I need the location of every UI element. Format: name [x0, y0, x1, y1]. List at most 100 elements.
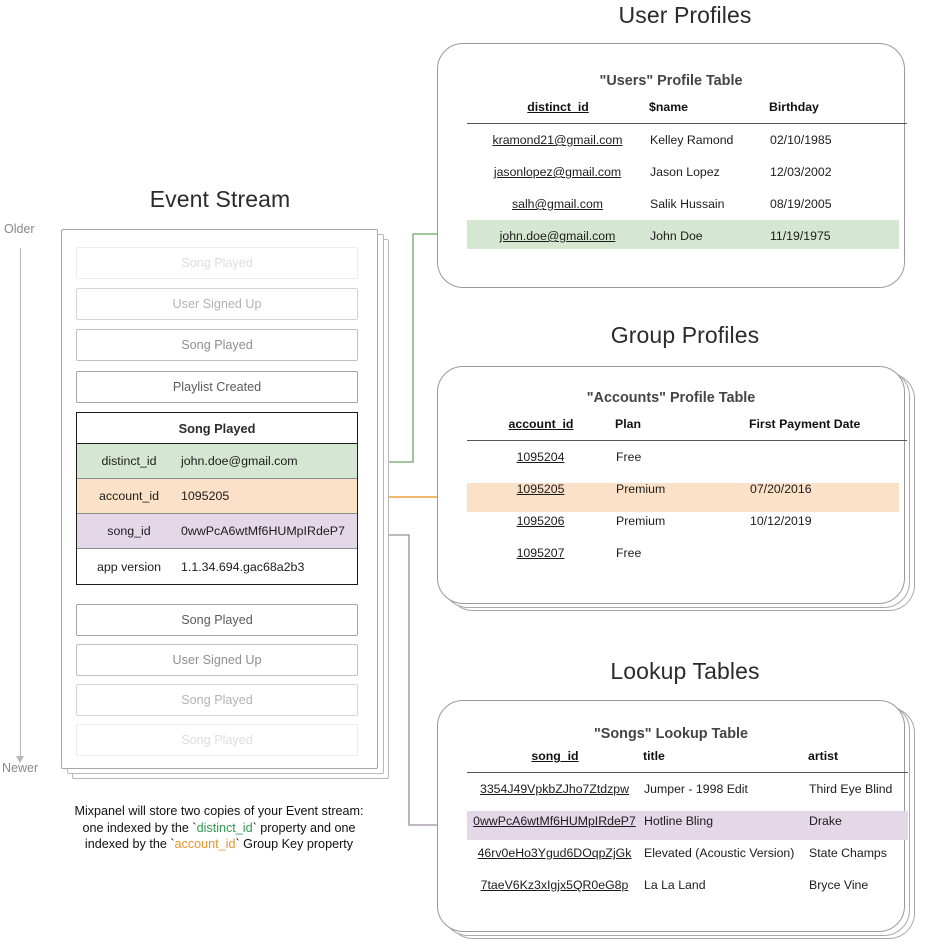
users-cell-birthday: 11/19/1975 — [770, 229, 831, 243]
users-cell-name: Salik Hussain — [650, 197, 725, 211]
songs-cell-artist: Third Eye Blind — [809, 782, 893, 796]
caption-line-3-post: ` Group Key property — [235, 837, 354, 851]
users-column-distinct-id: distinct_id — [527, 100, 589, 114]
accounts-column-first-payment-date: First Payment Date — [749, 417, 861, 431]
event-property-row-song-id: song_id 0wwPcA6wtMf6HUMpIRdeP7 — [77, 514, 357, 549]
users-cell-name: John Doe — [650, 229, 703, 243]
accounts-cell-first-payment-date: 10/12/2019 — [750, 514, 812, 528]
timeline-line — [20, 248, 21, 758]
table-row[interactable]: 46rv0eHo3Ygud6DOqpZjGk Elevated (Acousti… — [467, 837, 908, 869]
accounts-cell-first-payment-date: 07/20/2016 — [750, 482, 812, 496]
event-item-label: Song Played — [181, 338, 253, 352]
event-item[interactable]: Playlist Created — [76, 371, 358, 403]
songs-cell-song-id: 46rv0eHo3Ygud6DOqpZjGk — [477, 846, 632, 860]
user-profiles-title: User Profiles — [618, 2, 752, 28]
users-cell-name: Jason Lopez — [650, 165, 720, 179]
caption-line-3: indexed by the `account_id` Group Key pr… — [54, 836, 384, 853]
table-row[interactable]: salh@gmail.com Salik Hussain 08/19/2005 — [467, 188, 907, 220]
accounts-column-plan: Plan — [615, 417, 641, 431]
songs-table-title: "Songs" Lookup Table — [593, 726, 749, 742]
caption-line-3-pre: indexed by the ` — [84, 837, 175, 851]
songs-cell-title: Elevated (Acoustic Version) — [644, 846, 795, 860]
accounts-cell-account-id: 1095204 — [516, 450, 565, 464]
event-item[interactable]: Song Played — [76, 724, 358, 756]
event-item-label: Song Played — [181, 256, 253, 270]
event-item-label: User Signed Up — [172, 297, 262, 311]
accounts-cell-account-id: 1095205 — [516, 482, 565, 496]
accounts-cell-first-payment-date — [749, 441, 907, 474]
expanded-event-card[interactable]: Song Played distinct_id john.doe@gmail.c… — [76, 412, 358, 585]
users-cell-distinct-id: salh@gmail.com — [511, 197, 604, 211]
event-item[interactable]: User Signed Up — [76, 288, 358, 320]
event-property-row-app-version: app version 1.1.34.694.gac68a2b3 — [77, 549, 357, 584]
event-item[interactable]: Song Played — [76, 684, 358, 716]
table-row[interactable]: kramond21@gmail.com Kelley Ramond 02/10/… — [467, 124, 907, 157]
songs-row-highlight-band — [467, 811, 908, 840]
event-property-row-account-id: account_id 1095205 — [77, 479, 357, 514]
timeline-arrow-icon — [15, 756, 24, 763]
event-property-value: 0wwPcA6wtMf6HUMpIRdeP7 — [181, 524, 345, 538]
users-column-name: $name — [649, 100, 688, 114]
event-item-label: Playlist Created — [172, 380, 262, 394]
songs-cell-title: La La Land — [644, 878, 706, 892]
event-item[interactable]: Song Played — [76, 604, 358, 636]
event-item-label: Song Played — [181, 693, 253, 707]
songs-table: song_id title artist 3354J49VpkbZJho7Ztd… — [467, 749, 908, 901]
table-row[interactable]: 3354J49VpkbZJho7Ztdzpw Jumper - 1998 Edi… — [467, 773, 908, 806]
users-cell-name: Kelley Ramond — [650, 133, 734, 147]
group-profiles-title: Group Profiles — [610, 322, 760, 348]
caption-line-1: Mixpanel will store two copies of your E… — [74, 804, 364, 818]
table-row[interactable]: 1095206 Premium 10/12/2019 — [467, 505, 907, 537]
event-property-key: distinct_id — [101, 454, 157, 468]
table-row[interactable]: jasonlopez@gmail.com Jason Lopez 12/03/2… — [467, 156, 907, 188]
caption-line-2-pre: one indexed by the ` — [82, 820, 197, 835]
users-cell-birthday: 08/19/2005 — [770, 197, 832, 211]
accounts-cell-account-id: 1095207 — [516, 546, 565, 560]
accounts-table-header-row: account_id Plan First Payment Date — [467, 417, 907, 441]
table-row-highlighted[interactable]: 1095205 Premium 07/20/2016 — [467, 473, 907, 505]
songs-cell-artist: State Champs — [809, 846, 887, 860]
lookup-tables-title: Lookup Tables — [610, 658, 760, 684]
event-item-label: User Signed Up — [172, 653, 262, 667]
table-row[interactable]: 7taeV6Kz3xIgjx5QR0eG8p La La Land Bryce … — [467, 869, 908, 901]
event-item-label: Song Played — [181, 613, 253, 627]
table-row[interactable]: 1095204 Free — [467, 441, 907, 474]
table-row[interactable]: 1095207 Free — [467, 537, 907, 569]
songs-cell-artist: Bryce Vine — [809, 878, 869, 892]
songs-table-header-row: song_id title artist — [467, 749, 908, 773]
songs-cell-song-id: 3354J49VpkbZJho7Ztdzpw — [479, 782, 630, 796]
expanded-event-name: Song Played — [77, 413, 357, 444]
users-column-birthday: Birthday — [769, 100, 819, 114]
songs-column-song-id: song_id — [531, 749, 579, 763]
songs-cell-title: Jumper - 1998 Edit — [644, 782, 748, 796]
songs-cell-artist: Drake — [809, 814, 842, 828]
users-cell-birthday: 12/03/2002 — [770, 165, 832, 179]
accounts-table-title: "Accounts" Profile Table — [586, 390, 756, 406]
caption-distinct-id-code: distinct_id — [196, 820, 253, 835]
event-property-key: app version — [96, 559, 162, 574]
accounts-cell-plan: Premium — [616, 514, 666, 528]
users-table-header-row: distinct_id $name Birthday — [467, 100, 907, 124]
table-row-highlighted[interactable]: 0wwPcA6wtMf6HUMpIRdeP7 Hotline Bling Dra… — [467, 805, 908, 837]
users-cell-distinct-id: jasonlopez@gmail.com — [493, 165, 622, 179]
accounts-table: account_id Plan First Payment Date 10952… — [467, 417, 907, 569]
songs-column-artist: artist — [808, 749, 839, 763]
caption-line-2-post: ` property and one — [252, 820, 356, 835]
timeline-newer-label: Newer — [2, 761, 39, 775]
songs-cell-song-id: 7taeV6Kz3xIgjx5QR0eG8p — [480, 878, 629, 892]
table-row-highlighted[interactable]: john.doe@gmail.com John Doe 11/19/1975 — [467, 220, 907, 252]
event-item[interactable]: Song Played — [76, 329, 358, 361]
songs-cell-song-id: 0wwPcA6wtMf6HUMpIRdeP7 — [473, 814, 636, 828]
event-stream-card: Song Played User Signed Up Song Played P… — [61, 229, 378, 769]
event-item[interactable]: Song Played — [76, 247, 358, 279]
songs-cell-title: Hotline Bling — [644, 814, 714, 828]
users-cell-birthday: 02/10/1985 — [770, 133, 832, 147]
event-stream-title: Event Stream — [149, 186, 291, 212]
event-property-value: 1.1.34.694.gac68a2b3 — [181, 559, 305, 574]
accounts-row-highlight-band — [467, 483, 899, 512]
accounts-cell-plan: Premium — [616, 482, 666, 496]
event-item[interactable]: User Signed Up — [76, 644, 358, 676]
accounts-cell-plan: Free — [616, 450, 642, 464]
users-table: distinct_id $name Birthday kramond21@gma… — [467, 100, 907, 252]
accounts-column-account-id: account_id — [508, 417, 574, 431]
